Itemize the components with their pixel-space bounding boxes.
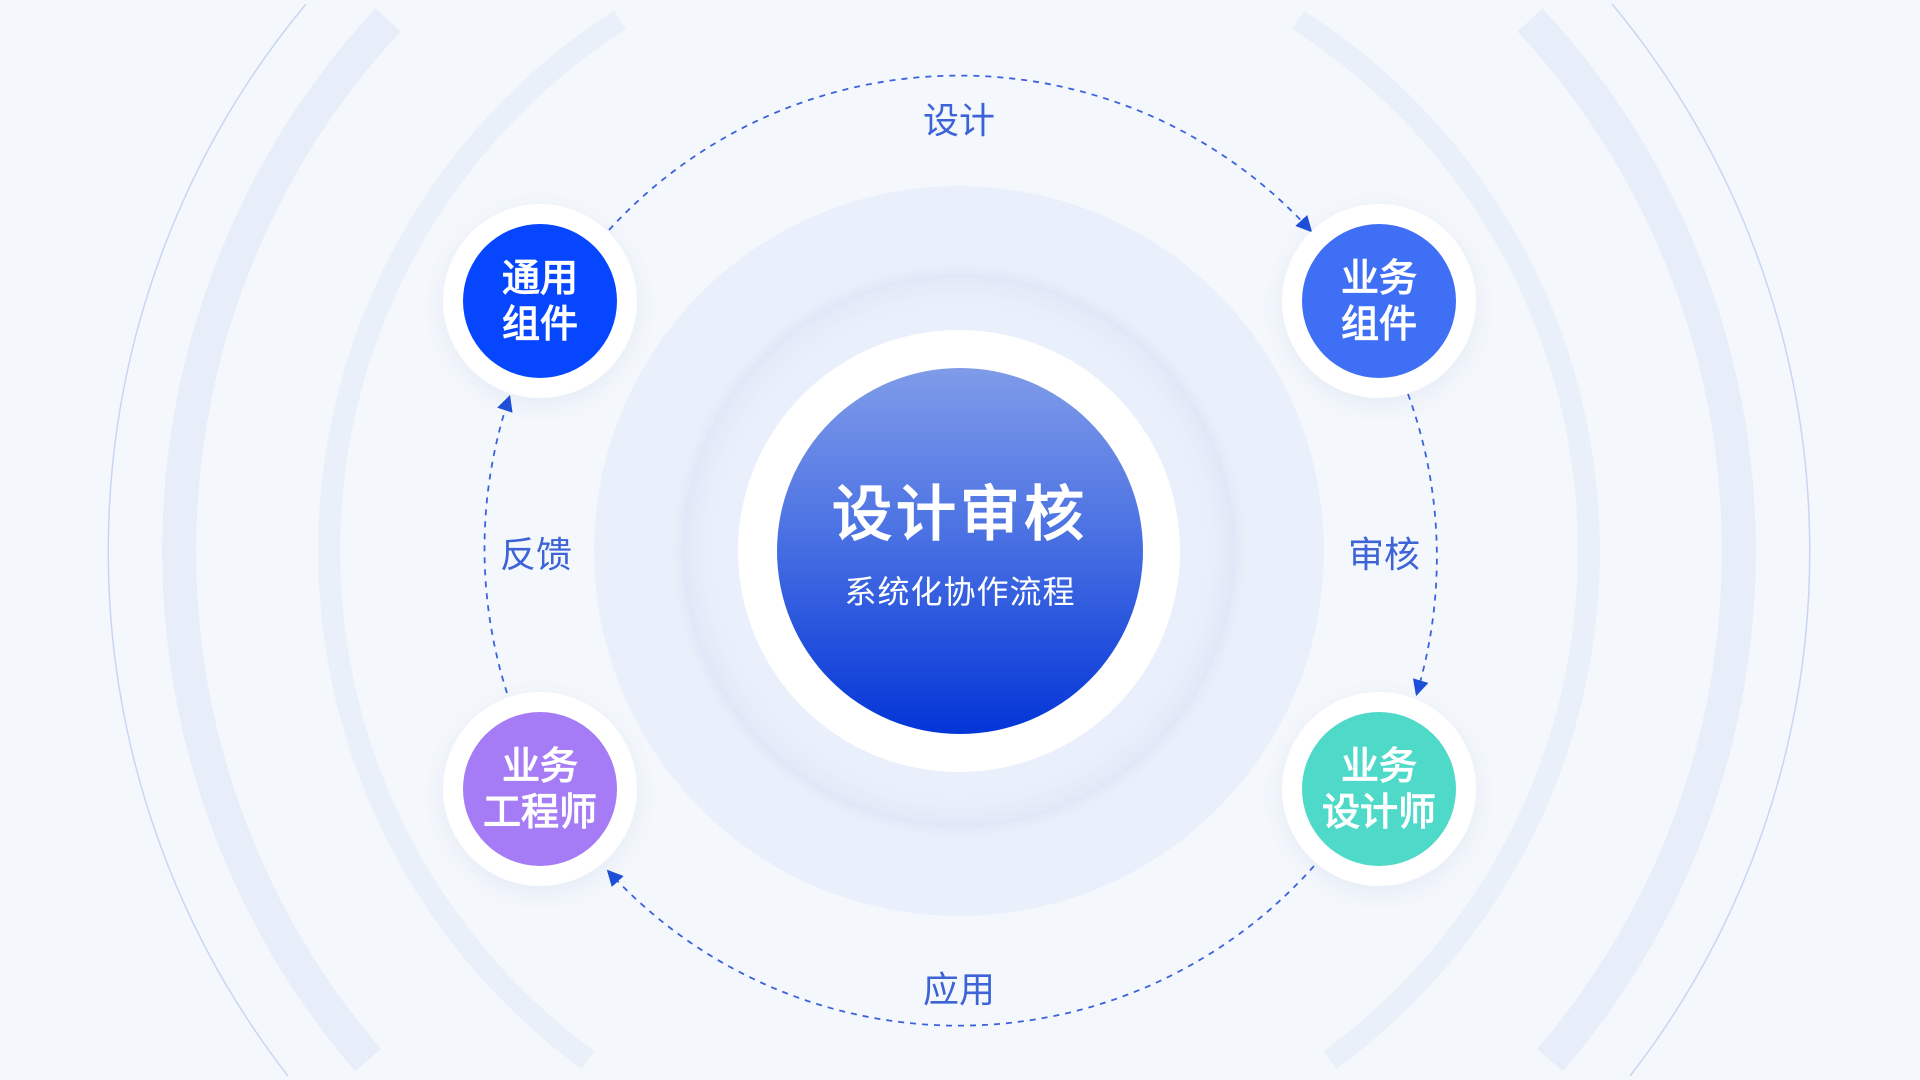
mid-soft-band-right: [1292, 10, 1600, 1069]
outer-ring-line-right: [1611, 3, 1811, 1077]
center-circle: 设计审核 系统化协作流程: [777, 368, 1143, 734]
mid-soft-band-left: [318, 10, 626, 1069]
flow-label-review: 审核: [1347, 535, 1421, 576]
arrow-feedback: [483, 394, 513, 694]
node-label: 组件: [1340, 302, 1417, 346]
node-label: 设计师: [1321, 790, 1436, 834]
node-business-engineer: 业务 工程师: [443, 692, 637, 886]
node-label: 通用: [501, 256, 578, 300]
node-business-components: 业务 组件: [1282, 204, 1476, 398]
arrow-apply: [606, 865, 1315, 1027]
node-general-components: 通用 组件: [443, 204, 637, 398]
center-title: 设计审核: [832, 479, 1088, 550]
node-label: 工程师: [482, 790, 597, 834]
flow-label-feedback: 反馈: [499, 535, 573, 576]
node-label: 业务: [501, 744, 578, 788]
outer-soft-band-left: [162, 8, 401, 1072]
flow-label-design: 设计: [922, 101, 996, 142]
center-subtitle: 系统化协作流程: [844, 572, 1076, 611]
node-business-designer: 业务 设计师: [1282, 692, 1476, 886]
outer-ring-line-left: [107, 3, 307, 1077]
node-label: 业务: [1340, 744, 1417, 788]
arrow-review: [1407, 393, 1438, 697]
flow-label-apply: 应用: [922, 970, 996, 1011]
node-label: 业务: [1340, 256, 1417, 300]
outer-soft-band-right: [1517, 8, 1756, 1072]
node-label: 组件: [501, 302, 578, 346]
